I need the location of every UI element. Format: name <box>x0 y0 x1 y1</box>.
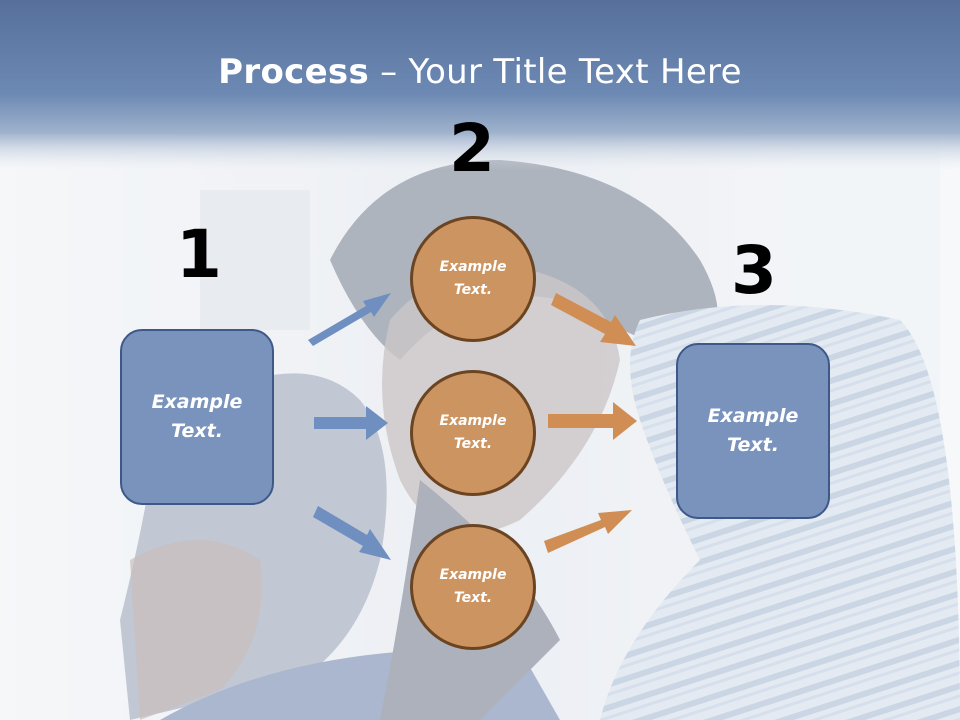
step-1-box: Example Text. <box>120 329 274 505</box>
step-2-circle-bottom: Example Text. <box>410 524 536 650</box>
step-2-item-1-label: Example Text. <box>439 259 507 298</box>
step-number-3: 3 <box>731 232 777 309</box>
step-3-box: Example Text. <box>676 343 830 519</box>
step-3-label: Example Text. <box>707 405 799 456</box>
step-1-label: Example Text. <box>151 391 243 442</box>
slide-title-bold: Process <box>218 52 370 92</box>
step-2-item-2-label: Example Text. <box>439 413 507 452</box>
slide-title: Process – Your Title Text Here <box>0 52 960 92</box>
step-number-2: 2 <box>449 110 495 187</box>
slide-title-rest: – Your Title Text Here <box>369 52 742 92</box>
step-2-item-3-label: Example Text. <box>439 567 507 606</box>
step-number-1: 1 <box>176 216 222 293</box>
step-2-circle-top: Example Text. <box>410 216 536 342</box>
step-2-circle-middle: Example Text. <box>410 370 536 496</box>
